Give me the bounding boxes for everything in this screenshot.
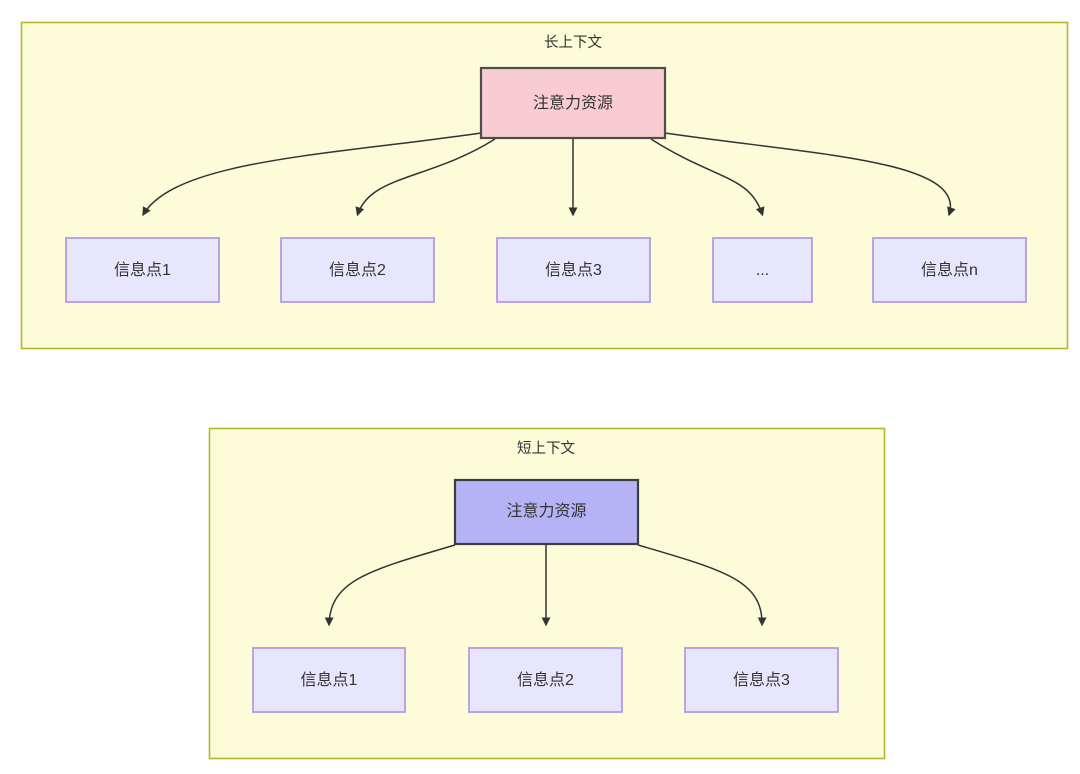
- node-attention-long-label: 注意力资源: [533, 93, 613, 112]
- node-info-2[interactable]: 信息点2: [280, 237, 435, 303]
- node-attention-long-box[interactable]: [479, 66, 667, 140]
- node-info-ellipsis[interactable]: ...: [712, 237, 813, 303]
- node-info-1-box[interactable]: [65, 237, 220, 303]
- edges-short-context: [324, 544, 767, 627]
- node-info-ellipsis-label: ...: [756, 262, 769, 279]
- group-short-context: 短上下文 注意力资源 信息点1 信息点2: [208, 427, 886, 760]
- node-attention-long[interactable]: 注意力资源: [479, 66, 667, 140]
- group-long-context: 长上下文 注意力资源 信息点1 信息点2: [20, 21, 1069, 350]
- node-info-1-label: 信息点1: [114, 261, 171, 279]
- node-attention-short-box[interactable]: [453, 478, 640, 546]
- node-info-3-label: 信息点3: [545, 261, 602, 279]
- group-short-context-title: 短上下文: [517, 440, 575, 457]
- node-info-s2-box[interactable]: [468, 647, 623, 713]
- node-info-3-box[interactable]: [496, 237, 651, 303]
- node-info-2-label: 信息点2: [329, 261, 386, 279]
- node-attention-short[interactable]: 注意力资源: [453, 478, 640, 546]
- node-info-s1[interactable]: 信息点1: [252, 647, 406, 713]
- edge-attention-to-info-2: [355, 138, 496, 217]
- node-info-s3[interactable]: 信息点3: [684, 647, 839, 713]
- node-info-n[interactable]: 信息点n: [872, 237, 1027, 303]
- node-info-s1-label: 信息点1: [301, 671, 358, 689]
- edge-attention-to-info-s3: [637, 544, 767, 627]
- node-info-s3-label: 信息点3: [733, 671, 790, 689]
- node-info-n-label: 信息点n: [921, 261, 978, 279]
- edge-attention-to-info-ellipsis: [650, 138, 765, 217]
- group-long-context-title: 长上下文: [544, 34, 602, 51]
- edge-attention-to-info-n: [664, 132, 956, 217]
- node-info-1[interactable]: 信息点1: [65, 237, 220, 303]
- edge-attention-to-info-s1: [324, 544, 456, 627]
- node-info-s1-box[interactable]: [252, 647, 406, 713]
- node-attention-short-label: 注意力资源: [506, 501, 586, 520]
- node-info-3[interactable]: 信息点3: [496, 237, 651, 303]
- node-info-n-box[interactable]: [872, 237, 1027, 303]
- node-info-2-box[interactable]: [280, 237, 435, 303]
- node-info-ellipsis-box[interactable]: [712, 237, 813, 303]
- node-info-s2[interactable]: 信息点2: [468, 647, 623, 713]
- edge-attention-to-info-1: [142, 132, 482, 217]
- node-info-s3-box[interactable]: [684, 647, 839, 713]
- edges-long-context: [142, 132, 956, 217]
- node-info-s2-label: 信息点2: [517, 671, 574, 689]
